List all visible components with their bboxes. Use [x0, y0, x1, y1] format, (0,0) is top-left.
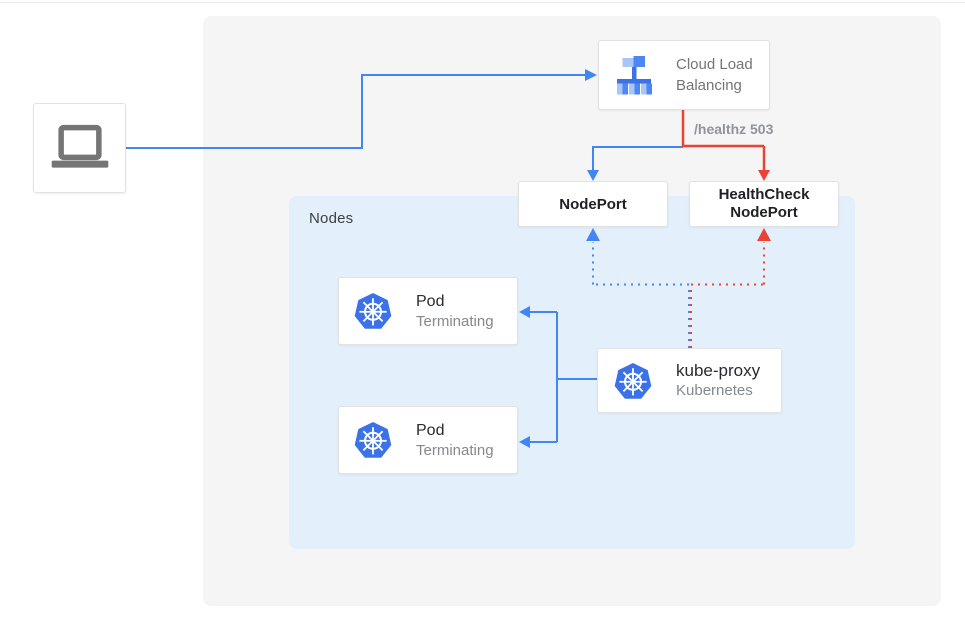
arrow-into-healthcheck	[758, 170, 770, 181]
pod-card-1: Pod Terminating	[338, 277, 518, 345]
kubeproxy-to-healthcheck-dotted	[690, 242, 765, 348]
lb-to-healthcheck-line	[681, 110, 766, 171]
cloud-load-balancing-label: Cloud Load Balancing	[676, 56, 753, 94]
blue-dotted-lines	[592, 242, 690, 348]
kube-proxy-title: kube-proxy	[676, 361, 761, 380]
kube-proxy-card: kube-proxy Kubernetes	[597, 348, 782, 413]
client-card	[33, 103, 126, 193]
blue-connector-lines	[126, 74, 683, 443]
cloud-load-balancing-icon	[617, 56, 652, 95]
red-dotted-arrowheads	[757, 228, 771, 241]
lb-to-nodeport-line	[592, 146, 683, 172]
kubernetes-icon	[354, 422, 392, 458]
kubernetes-icon	[614, 362, 652, 399]
healthcheck-nodeport-card: HealthCheck NodePort	[689, 181, 839, 227]
arrow-into-nodeport	[587, 170, 599, 181]
dotted-arrow-into-nodeport	[586, 228, 600, 241]
pod-card-2: Pod Terminating	[338, 406, 518, 474]
pod-2-labels: Pod Terminating	[416, 420, 494, 461]
client-to-lb-line	[126, 74, 586, 149]
laptop-icon	[51, 124, 108, 168]
kube-proxy-subtitle: Kubernetes	[676, 382, 753, 399]
red-dotted-lines	[690, 242, 765, 348]
nodes-panel-label: Nodes	[309, 210, 354, 227]
arrow-into-pod-1	[519, 306, 530, 318]
red-arrowheads	[758, 170, 770, 181]
nodeport-card: NodePort	[518, 181, 668, 227]
red-connector-lines	[681, 110, 766, 171]
blue-dotted-arrowheads	[586, 228, 600, 241]
cloud-load-balancing-card: Cloud Load Balancing	[598, 40, 770, 110]
kubeproxy-to-pods-line	[528, 311, 597, 443]
kubeproxy-to-nodeport-dotted	[592, 242, 690, 348]
pod-1-status: Terminating	[416, 312, 494, 330]
kube-proxy-labels: kube-proxy Kubernetes	[676, 360, 760, 401]
nodeport-label: NodePort	[559, 195, 627, 213]
pod-1-title: Pod	[416, 292, 445, 310]
pod-1-labels: Pod Terminating	[416, 291, 494, 332]
arrow-into-lb	[585, 69, 597, 81]
arrow-into-pod-2	[519, 436, 530, 448]
kubernetes-icon	[354, 293, 392, 329]
top-divider	[0, 2, 965, 3]
pod-2-title: Pod	[416, 421, 445, 439]
pod-2-status: Terminating	[416, 441, 494, 459]
healthcheck-nodeport-label: HealthCheck NodePort	[718, 186, 810, 221]
dotted-arrow-into-healthcheck	[757, 228, 771, 241]
healthz-annotation: /healthz 503	[694, 121, 774, 137]
blue-arrowheads	[519, 69, 599, 448]
